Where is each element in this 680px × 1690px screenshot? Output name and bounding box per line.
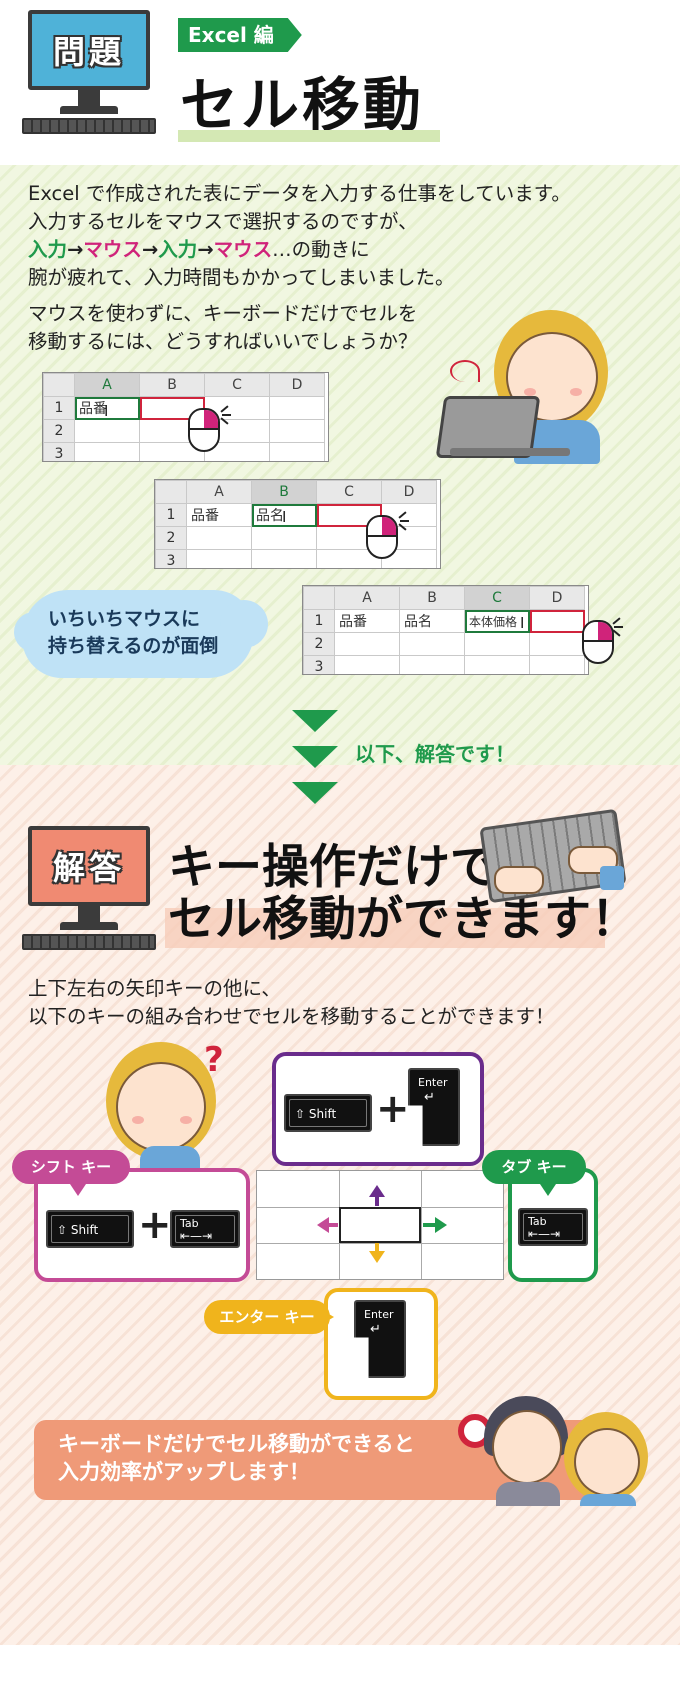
question-line: Excel で作成された表にデータを入力する仕事をしています。 [28,182,571,205]
question-line: 腕が疲れて、入力時間もかかってしまいました。 [28,266,455,289]
return-arrow-icon: ↵ [424,1090,435,1105]
answer-badge: 解答 [52,849,125,887]
conclusion-text: キーボードだけでセル移動ができると 入力効率がアップします！ [58,1432,415,1484]
question-line: 入力するセルをマウスで選択するのですが、 [28,210,418,233]
click-lines-icon [398,508,414,531]
stress-scribble-icon [450,360,480,382]
arrow-down-icon [369,1251,385,1263]
arrow-up-icon [369,1185,385,1197]
question-badge: 問題 [52,33,125,71]
shift-key-label: シフト キー [12,1150,130,1184]
answer-line: 上下左右の矢印キーの他に、 [28,977,281,1000]
hand-icon [494,866,544,894]
cloud-text: いちいちマウスに 持ち替えるのが面倒 [48,608,219,657]
speech-cloud [22,590,254,678]
cell-direction-grid [256,1170,504,1280]
answer-line: 以下のキーの組み合わせでセルを移動することができます！ [28,1005,555,1028]
mouse-icon [582,620,614,664]
page-title: セル移動 [180,71,425,139]
tab-arrow-icon: ⇤—⇥ [180,1229,213,1243]
cell[interactable]: 品名 [399,609,465,633]
down-triangle-icon [292,710,338,732]
question-line: 移動するには、どうすればいいでしょうか？ [28,330,418,353]
mouse-icon [188,408,220,452]
arrow-right-icon [435,1217,447,1233]
text-cursor-icon: I [282,508,287,526]
cell[interactable]: 品番 [334,609,400,633]
text-cursor-icon: I [104,402,109,420]
question-paragraph-1: Excel で作成された表にデータを入力する仕事をしています。 入力するセルをマ… [28,180,571,292]
active-cell[interactable] [339,1207,421,1243]
enter-key[interactable]: Enter ↵ [354,1300,406,1378]
answer-title-line-1: キー操作だけで [168,840,497,895]
arrow-left-icon [317,1217,329,1233]
question-line-colored: 入力→マウス→入力→マウス…の動きに [28,238,370,261]
cell[interactable]: 品番 [186,503,252,527]
shift-arrow-icon: ⇧ [57,1223,68,1237]
enter-key-label: エンター キー [204,1300,330,1334]
answer-title-highlight [165,908,605,948]
plus-sign: + [376,1086,410,1132]
footer-space [0,1645,680,1690]
happy-pair-illustration [458,1396,658,1506]
cell[interactable] [529,609,585,633]
shift-key[interactable]: ⇧ Shift [46,1210,134,1248]
monitor-screen: 問題 [28,10,150,90]
title-underline [178,130,440,142]
sleeve-icon [600,866,624,890]
cell[interactable]: 品名 [251,503,317,527]
answer-paragraph: 上下左右の矢印キーの他に、 以下のキーの組み合わせでセルを移動することができます… [28,975,555,1031]
monitor-screen: 解答 [28,826,150,906]
tab-arrow-icon: ⇤—⇥ [528,1227,561,1241]
down-triangle-icon [292,782,338,804]
shift-arrow-icon: ⇧ [295,1107,306,1121]
answer-intro-label: 以下、解答です！ [355,742,515,766]
down-triangle-icon [292,746,338,768]
woman-laptop-illustration [435,310,640,470]
tab-key-label: タブ キー [482,1150,586,1184]
excel-tag: Excel 編 [178,18,302,52]
text-cursor-icon: I [520,614,525,632]
click-lines-icon [612,614,628,637]
answer-title-line-2: セル移動ができます！ [168,892,638,947]
shift-key[interactable]: ⇧ Shift [284,1094,372,1132]
question-line: マウスを使わずに、キーボードだけでセルを [28,302,418,325]
cell[interactable]: 本体価格 [464,609,530,633]
plus-sign: + [138,1202,172,1248]
tab-key[interactable]: Tab ⇤—⇥ [518,1208,588,1246]
mouse-icon [366,515,398,559]
question-mark-icon: ? [204,1040,224,1080]
thinking-woman-illustration [100,1042,230,1172]
return-arrow-icon: ↵ [370,1322,381,1337]
tab-key[interactable]: Tab ⇤—⇥ [170,1210,240,1248]
click-lines-icon [220,402,236,425]
question-paragraph-2: マウスを使わずに、キーボードだけでセルを 移動するには、どうすればいいでしょうか… [28,300,417,356]
